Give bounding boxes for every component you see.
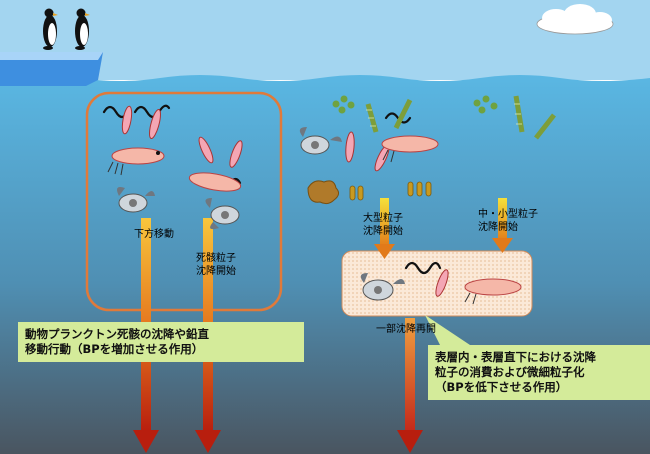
- pteropod-icon: [117, 127, 405, 301]
- sky: [0, 0, 650, 80]
- arrow-large-particle: [374, 198, 395, 259]
- aggregate-icon: [307, 180, 340, 205]
- arrow-small-particle: [492, 198, 513, 253]
- surface-layer-box: [341, 250, 533, 317]
- krill-icon: [107, 135, 522, 305]
- right-note: 表層内・表層直下における沈降 粒子の消費および微細粒子化 （BPを低下させる作用…: [428, 345, 650, 400]
- fecal-pellet-icon: [349, 181, 432, 201]
- zooplankton-box: [85, 91, 283, 312]
- cloud-icon: [536, 4, 614, 35]
- downward-migration-label: 下方移動: [134, 229, 174, 240]
- small-particle-sinking-label: 中・小型粒子 沈降開始: [478, 209, 538, 233]
- arrow-partial-resinking: [397, 318, 423, 453]
- krill-icon: [121, 105, 449, 297]
- large-particle-sinking-label: 大型粒子 沈降開始: [363, 213, 403, 237]
- penguin-icon: [75, 8, 90, 50]
- diatom-chain-icon: [365, 95, 556, 140]
- left-note: 動物プランクトン死骸の沈降や鉛直 移動行動（BPを増加させる作用）: [18, 322, 304, 362]
- algae-cell-icon: [332, 95, 498, 114]
- ice-floe: [0, 52, 103, 86]
- carcass-sinking-label: 死骸粒子 沈降開始: [196, 253, 236, 277]
- partial-resinking-label: 一部沈降再開: [376, 324, 436, 335]
- penguin-icon: [43, 8, 58, 50]
